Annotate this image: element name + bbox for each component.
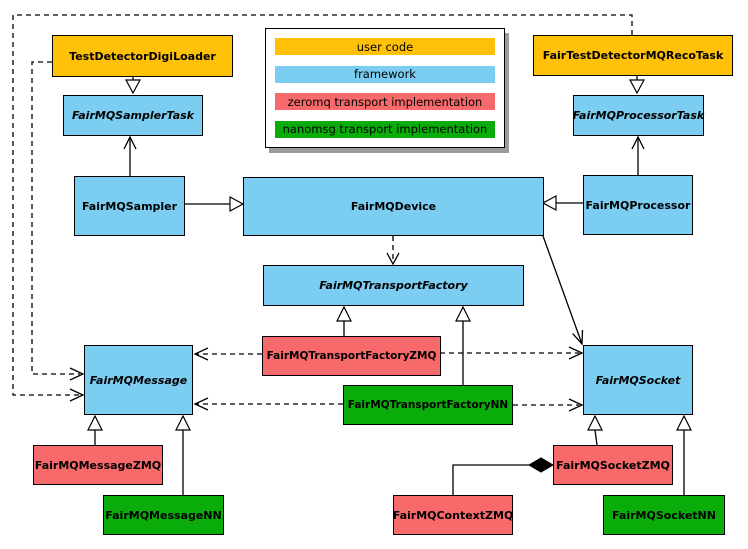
edge-factoryzmq-message-dependency — [193, 347, 262, 361]
node-fairmqsocketzmq: FairMQSocketZMQ — [553, 445, 673, 485]
node-fairmqcontextzmq: FairMQContextZMQ — [393, 495, 513, 535]
node-fairmqsocket: FairMQSocket — [583, 345, 693, 415]
legend-swatch-nanomsg: nanomsg transport implementation — [275, 120, 495, 138]
node-fairmqmessagenn: FairMQMessageNN — [103, 495, 224, 535]
edge-factoryzmq-socket-dependency — [440, 346, 584, 360]
edge-digiloader-samplertask-inheritance — [124, 77, 142, 95]
edge-digiloader-message-dependency — [31, 61, 85, 381]
edge-processor-device-inheritance — [541, 194, 583, 212]
node-testdetectordigiloader: TestDetectorDigiLoader — [52, 35, 233, 77]
edge-recotask-processortask-inheritance — [628, 76, 646, 95]
edge-factorynn-message-dependency — [193, 397, 343, 411]
node-fairmqmessagezmq: FairMQMessageZMQ — [33, 445, 163, 485]
edge-recotask-message-dependency — [12, 14, 633, 402]
node-fairmqsocketnn: FairMQSocketNN — [603, 495, 725, 535]
edge-factorynn-factory-inheritance — [455, 305, 471, 385]
edge-socketnn-socket-inheritance — [676, 414, 692, 495]
legend-swatch-framework: framework — [275, 65, 495, 83]
node-fairmqdevice: FairMQDevice — [243, 177, 544, 236]
edge-device-socket-association — [542, 235, 584, 346]
legend-swatch-zeromq: zeromq transport implementation — [275, 93, 495, 111]
edge-sampler-device-inheritance — [184, 195, 245, 213]
node-fairmqtransportfactoryzmq: FairMQTransportFactoryZMQ — [262, 336, 441, 376]
edge-processor-processortask-association — [631, 135, 645, 175]
node-fairmqtransportfactorynn: FairMQTransportFactoryNN — [343, 385, 513, 425]
edge-contextzmq-socketzmq-composition — [452, 457, 554, 495]
node-fairmqmessage: FairMQMessage — [84, 345, 193, 415]
edge-factoryzmq-factory-inheritance — [336, 305, 352, 336]
legend-swatch-user-code: user code — [275, 38, 495, 55]
node-fairmqprocessortask: FairMQProcessorTask — [573, 95, 704, 136]
node-fairmqsampler: FairMQSampler — [74, 176, 185, 236]
edge-messagezmq-message-inheritance — [87, 414, 103, 445]
node-fairmqtransportfactory: FairMQTransportFactory — [263, 265, 524, 306]
edge-socketzmq-socket-inheritance — [587, 414, 603, 446]
edge-sampler-samplertask-association — [123, 135, 137, 176]
node-fairtestdetectormqrecotask: FairTestDetectorMQRecoTask — [533, 35, 733, 76]
edge-device-factory-dependency — [386, 236, 400, 266]
node-fairmqsamplertask: FairMQSamplerTask — [63, 95, 203, 136]
edge-factorynn-socket-dependency — [513, 398, 584, 412]
node-fairmqprocessor: FairMQProcessor — [583, 175, 693, 235]
legend: user code framework zeromq transport imp… — [265, 28, 505, 148]
edge-messagenn-message-inheritance — [175, 414, 191, 495]
